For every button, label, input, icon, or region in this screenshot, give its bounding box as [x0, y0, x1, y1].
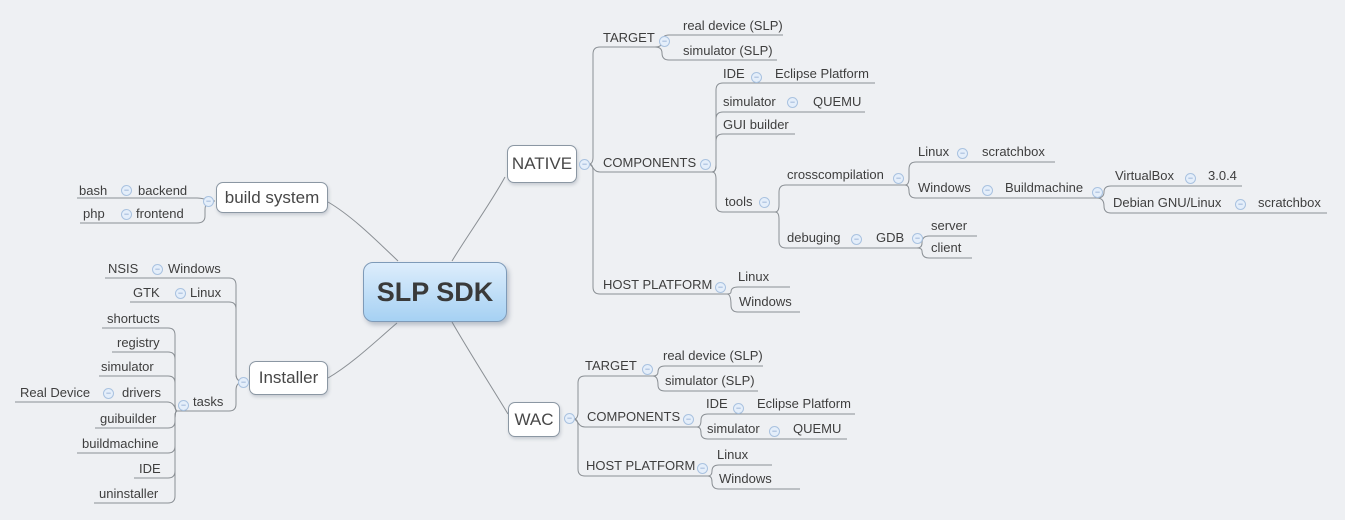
topic-guibuilder[interactable]: guibuilder [100, 411, 157, 426]
collapse-icon[interactable]: − [121, 209, 132, 220]
topic-linux-host-native[interactable]: Linux [738, 269, 770, 284]
topic-ide-tasks[interactable]: IDE [139, 461, 161, 476]
topic-build-system[interactable]: build system [216, 182, 328, 213]
collapse-icon[interactable]: − [893, 173, 904, 184]
topic-debuging[interactable]: debuging [787, 230, 841, 245]
collapse-icon[interactable]: − [178, 400, 189, 411]
topic-simulator-slp-native[interactable]: simulator (SLP) [683, 43, 773, 58]
topic-buildmachine[interactable]: Buildmachine [1005, 180, 1084, 195]
collapse-icon[interactable]: − [1235, 199, 1246, 210]
topic-host-platform-wac[interactable]: HOST PLATFORM [586, 458, 696, 473]
topic-server[interactable]: server [931, 218, 968, 233]
collapse-icon[interactable]: − [1185, 173, 1196, 184]
topic-wac[interactable]: WAC [508, 402, 560, 437]
topic-simulator-slp-wac[interactable]: simulator (SLP) [665, 373, 755, 388]
topic-real-device[interactable]: Real Device [20, 385, 91, 400]
topic-shortucts[interactable]: shortucts [107, 311, 160, 326]
topic-php[interactable]: php [83, 206, 105, 221]
topic-windows-host-wac[interactable]: Windows [719, 471, 772, 486]
topic-windows-installer[interactable]: Windows [168, 261, 221, 276]
topic-simulator-native[interactable]: simulator [723, 94, 776, 109]
topic-simulator-tasks[interactable]: simulator [101, 359, 154, 374]
topic-linux-cc[interactable]: Linux [918, 144, 950, 159]
collapse-icon[interactable]: − [203, 196, 214, 207]
topic-components-wac[interactable]: COMPONENTS [587, 409, 681, 424]
topic-gdb[interactable]: GDB [876, 230, 905, 245]
topic-host-platform-native[interactable]: HOST PLATFORM [603, 277, 713, 292]
collapse-icon[interactable]: − [982, 185, 993, 196]
collapse-icon[interactable]: − [957, 148, 968, 159]
collapse-icon[interactable]: − [697, 463, 708, 474]
topic-client[interactable]: client [931, 240, 962, 255]
topic-eclipse-wac[interactable]: Eclipse Platform [757, 396, 851, 411]
topic-target-wac[interactable]: TARGET [585, 358, 637, 373]
topic-tasks[interactable]: tasks [193, 394, 224, 409]
topic-linux-installer[interactable]: Linux [190, 285, 222, 300]
collapse-icon[interactable]: − [642, 364, 653, 375]
topic-simulator-wac[interactable]: simulator [707, 421, 760, 436]
collapse-icon[interactable]: − [769, 426, 780, 437]
collapse-icon[interactable]: − [175, 288, 186, 299]
topic-virtualbox[interactable]: VirtualBox [1115, 168, 1175, 183]
collapse-icon[interactable]: − [733, 403, 744, 414]
topic-buildmachine-task[interactable]: buildmachine [82, 436, 159, 451]
topic-virtualbox-version[interactable]: 3.0.4 [1208, 168, 1237, 183]
collapse-icon[interactable]: − [103, 388, 114, 399]
topic-ide-wac[interactable]: IDE [706, 396, 728, 411]
topic-drivers[interactable]: drivers [122, 385, 162, 400]
collapse-icon[interactable]: − [715, 282, 726, 293]
topic-uninstaller[interactable]: uninstaller [99, 486, 159, 501]
collapse-icon[interactable]: − [579, 159, 590, 170]
collapse-icon[interactable]: − [1092, 187, 1103, 198]
topic-tools[interactable]: tools [725, 194, 753, 209]
topic-registry[interactable]: registry [117, 335, 160, 350]
topic-linux-host-wac[interactable]: Linux [717, 447, 749, 462]
topic-windows-host-native[interactable]: Windows [739, 294, 792, 309]
topic-windows-cc[interactable]: Windows [918, 180, 971, 195]
collapse-icon[interactable]: − [751, 72, 762, 83]
collapse-icon[interactable]: − [759, 197, 770, 208]
topic-nsis[interactable]: NSIS [108, 261, 139, 276]
collapse-icon[interactable]: − [787, 97, 798, 108]
topic-scratchbox-linux[interactable]: scratchbox [982, 144, 1045, 159]
collapse-icon[interactable]: − [659, 36, 670, 47]
collapse-icon[interactable]: − [700, 159, 711, 170]
topic-components-native[interactable]: COMPONENTS [603, 155, 697, 170]
topic-real-device-wac[interactable]: real device (SLP) [663, 348, 763, 363]
collapse-icon[interactable]: − [912, 233, 923, 244]
collapse-icon[interactable]: − [121, 185, 132, 196]
topic-backend[interactable]: backend [138, 183, 188, 198]
collapse-icon[interactable]: − [851, 234, 862, 245]
topic-ide-native[interactable]: IDE [723, 66, 745, 81]
topic-target-native[interactable]: TARGET [603, 30, 655, 45]
topic-gtk[interactable]: GTK [133, 285, 160, 300]
collapse-icon[interactable]: − [238, 377, 249, 388]
central-topic-slp-sdk[interactable]: SLP SDK [363, 262, 507, 322]
topic-bash[interactable]: bash [79, 183, 108, 198]
topic-quemu-wac[interactable]: QUEMU [793, 421, 842, 436]
topic-eclipse-native[interactable]: Eclipse Platform [775, 66, 869, 81]
topic-native[interactable]: NATIVE [507, 145, 577, 183]
topic-real-device-native[interactable]: real device (SLP) [683, 18, 783, 33]
topic-installer[interactable]: Installer [249, 361, 328, 395]
collapse-icon[interactable]: − [152, 264, 163, 275]
topic-debian[interactable]: Debian GNU/Linux [1113, 195, 1222, 210]
collapse-icon[interactable]: − [564, 413, 575, 424]
topic-crosscompilation[interactable]: crosscompilation [787, 167, 884, 182]
topic-frontend[interactable]: frontend [136, 206, 184, 221]
topic-gui-builder[interactable]: GUI builder [723, 117, 789, 132]
topic-scratchbox-debian[interactable]: scratchbox [1258, 195, 1321, 210]
collapse-icon[interactable]: − [683, 414, 694, 425]
topic-quemu-native[interactable]: QUEMU [813, 94, 862, 109]
